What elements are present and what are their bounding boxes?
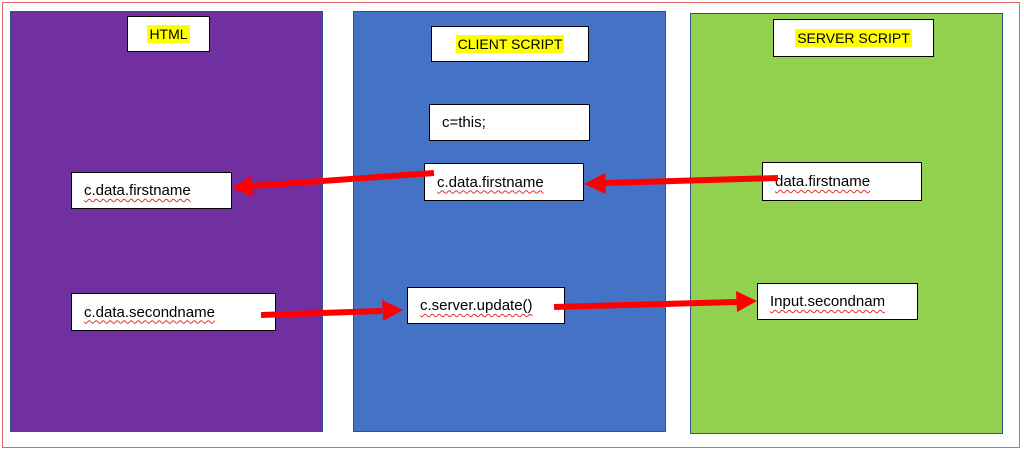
arrow-client-update-to-server [553, 291, 757, 312]
client-this-label: c=this; [442, 114, 486, 131]
server-firstname-label: data.firstname [775, 173, 871, 190]
html-firstname-label: c.data.firstname [84, 182, 191, 199]
arrow-server-to-client-firstname [584, 173, 779, 194]
server-firstname-box: data.firstname [762, 162, 922, 201]
client-firstname-label: c.data.firstname [437, 173, 544, 191]
arrow-client-to-html-firstname [232, 170, 435, 197]
client-update-box: c.server.update() [407, 287, 565, 324]
html-panel-title: HTML [127, 16, 210, 52]
html-firstname-box: c.data.firstname [71, 172, 232, 209]
html-secondname-label: c.data.secondname [84, 303, 215, 321]
html-panel [10, 11, 323, 432]
client-panel-title-text: CLIENT SCRIPT [455, 35, 565, 53]
arrow-html-to-client-update [260, 300, 403, 321]
server-script-panel [690, 13, 1003, 434]
client-firstname-box: c.data.firstname [424, 163, 584, 201]
client-this-box: c=this; [429, 104, 590, 141]
client-update-label: c.server.update() [420, 297, 533, 314]
client-script-panel [353, 11, 666, 432]
server-secondname-box: Input.secondnam [757, 283, 918, 320]
server-panel-title-text: SERVER SCRIPT [795, 29, 912, 47]
server-secondname-label: Input.secondnam [770, 293, 886, 310]
server-panel-title: SERVER SCRIPT [773, 19, 934, 57]
client-panel-title: CLIENT SCRIPT [431, 26, 589, 62]
html-panel-title-text: HTML [147, 25, 190, 43]
